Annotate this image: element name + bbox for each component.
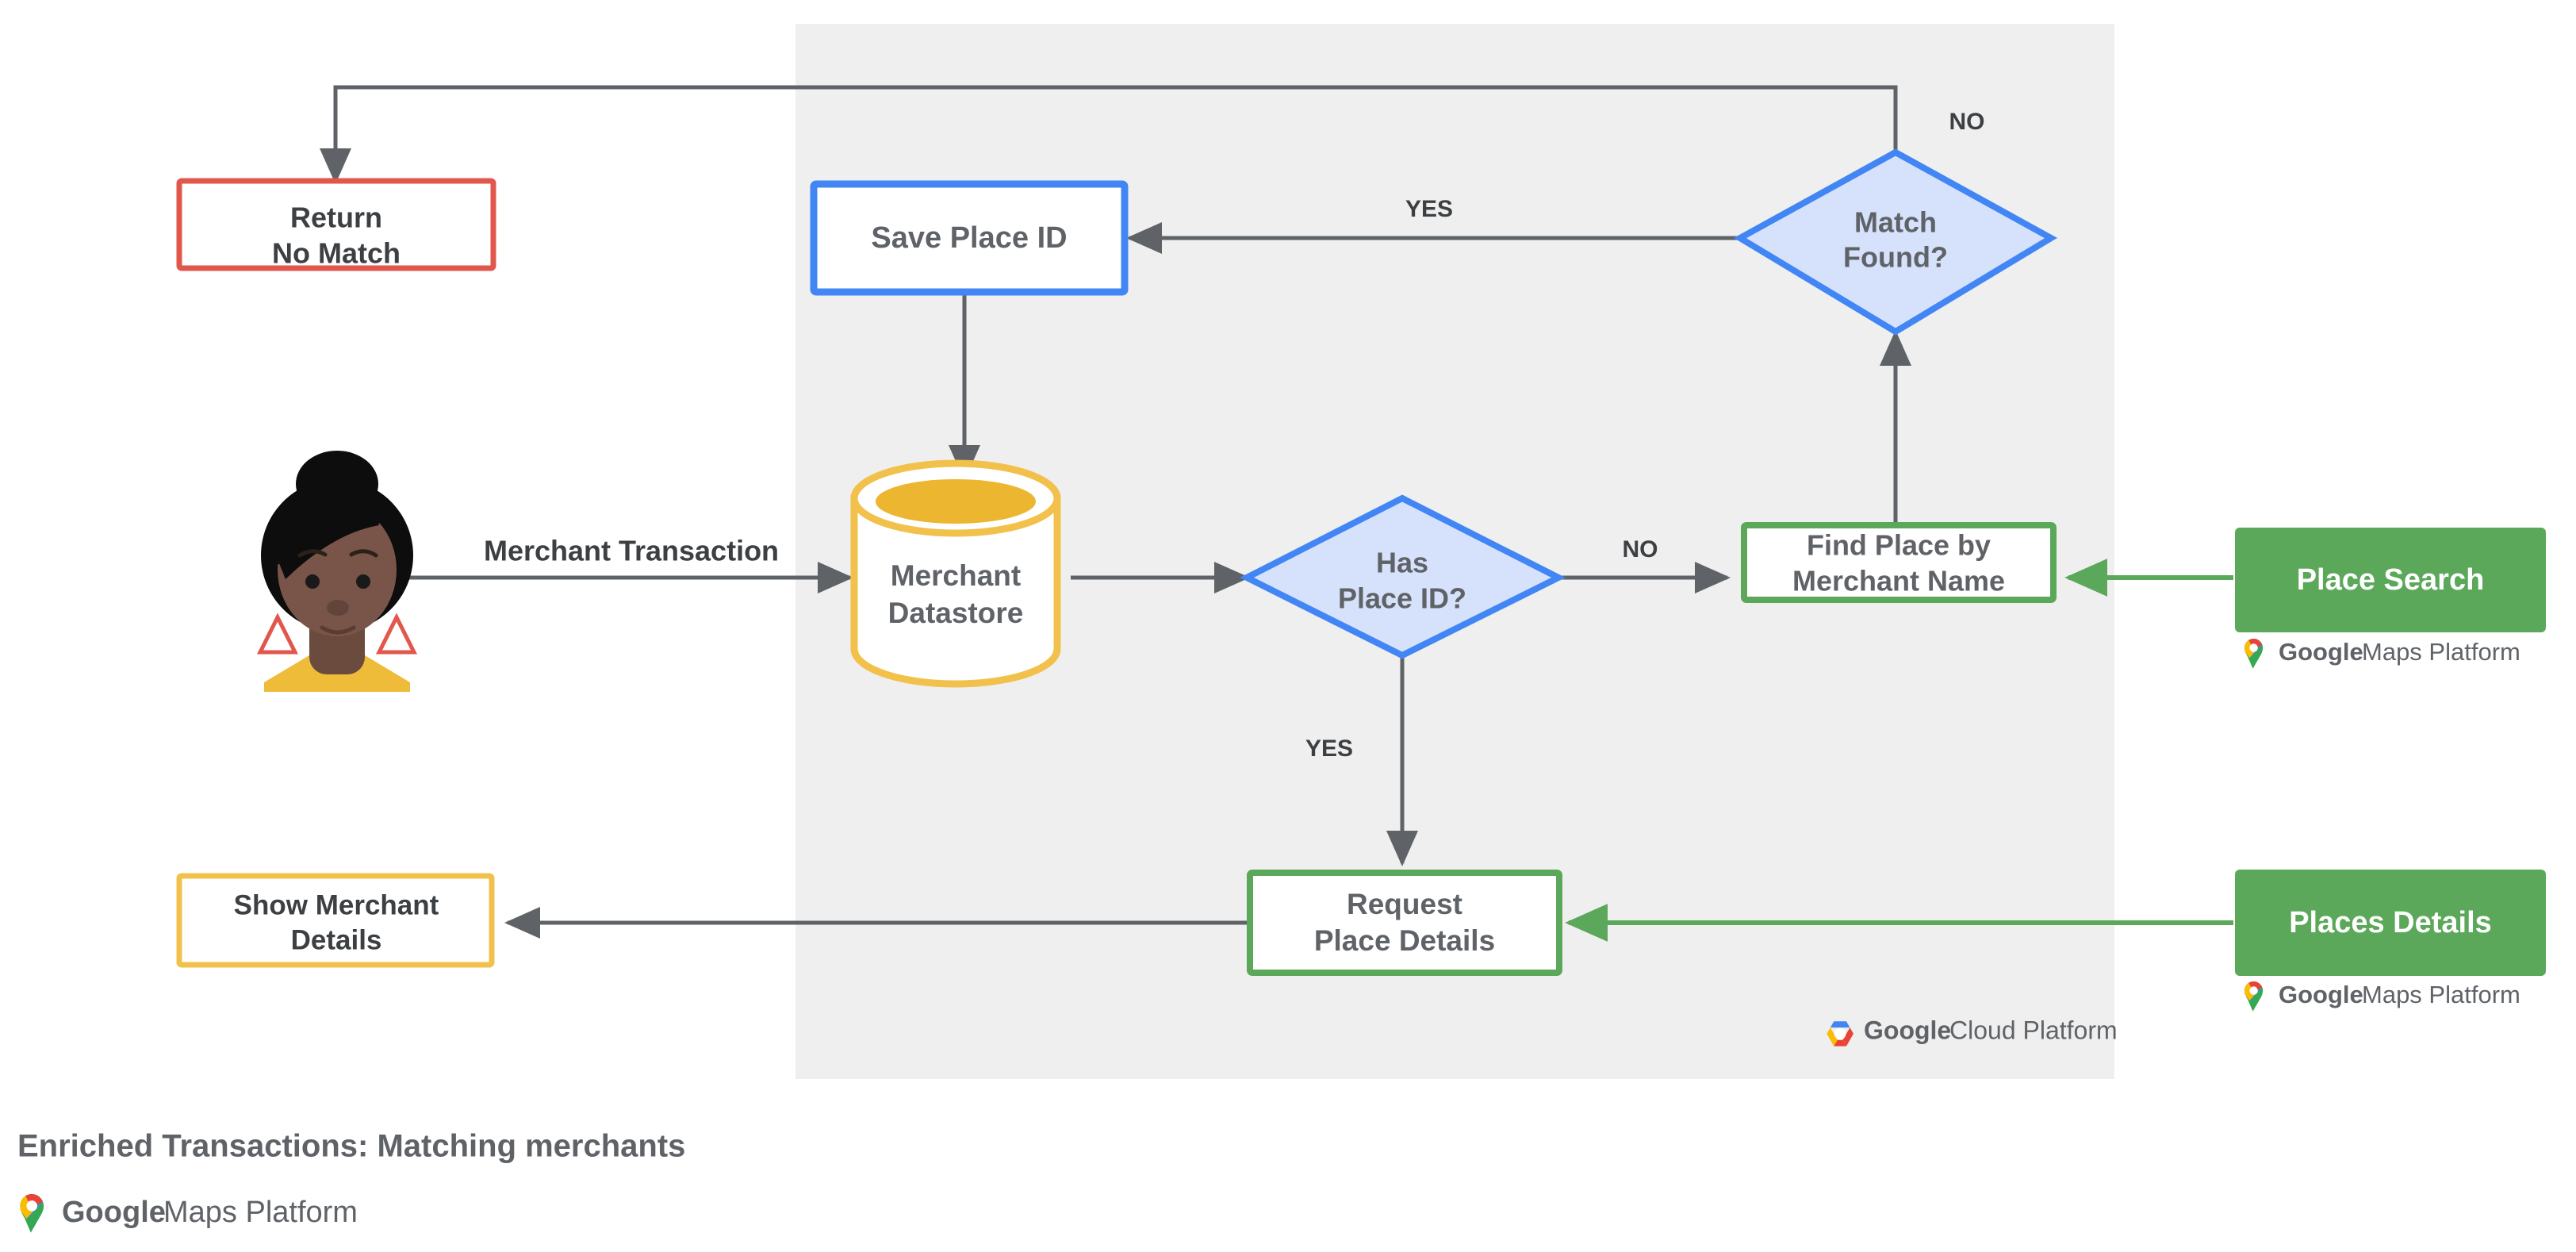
place-search-logo-word-google: Google: [2279, 638, 2363, 666]
places-details-google-maps-platform-logo: Google Maps Platform: [2244, 981, 2520, 1012]
page-title: Enriched Transactions: Matching merchant…: [17, 1129, 685, 1164]
google-cloud-hexagon-icon: [1827, 1021, 1853, 1047]
node-place-search-label: Place Search: [2297, 563, 2485, 597]
caption-google-maps-platform-logo: Google Maps Platform: [20, 1194, 358, 1233]
node-request-place-details-line1: Request: [1347, 888, 1462, 920]
node-merchant-datastore-line2: Datastore: [888, 597, 1024, 629]
node-return-no-match-line1: Return: [290, 202, 382, 234]
edge-label-has-place-id-yes: YES: [1305, 735, 1353, 762]
edge-label-has-place-id-no: NO: [1623, 536, 1658, 563]
node-save-place-id[interactable]: Save Place ID: [810, 180, 1129, 296]
node-show-merchant-details-line1: Show Merchant: [234, 889, 439, 920]
node-place-search[interactable]: Place Search: [2235, 528, 2546, 632]
edge-label-match-found-no: NO: [1949, 109, 1985, 135]
node-match-found-line1: Match: [1854, 206, 1937, 239]
node-return-no-match-line2: No Match: [272, 237, 401, 270]
edge-label-merchant-transaction: Merchant Transaction: [484, 535, 779, 567]
places-details-logo-word-suffix: Maps Platform: [2362, 981, 2520, 1008]
node-has-place-id[interactable]: Has Place ID?: [1240, 494, 1566, 659]
node-show-merchant-details-line2: Details: [291, 924, 382, 955]
node-request-place-details-line2: Place Details: [1314, 924, 1495, 957]
gcp-logo-word-google: Google: [1864, 1016, 1951, 1044]
place-search-google-maps-platform-logo: Google Maps Platform: [2244, 638, 2520, 669]
gcp-logo-word-suffix: Cloud Platform: [1949, 1016, 2118, 1044]
node-save-place-id-label: Save Place ID: [871, 221, 1067, 255]
google-maps-pin-icon: [20, 1194, 44, 1233]
node-has-place-id-line2: Place ID?: [1338, 582, 1466, 615]
node-show-merchant-details[interactable]: Show Merchant Details: [176, 873, 495, 968]
edge-match-found-no-to-return: [320, 85, 1898, 185]
node-places-details-label: Places Details: [2289, 906, 2492, 939]
caption-logo-word-suffix: Maps Platform: [163, 1196, 358, 1229]
node-find-place-by-merchant-name[interactable]: Find Place by Merchant Name: [1741, 522, 2057, 603]
google-maps-pin-icon: [2244, 981, 2264, 1012]
node-find-place-line2: Merchant Name: [1792, 565, 2005, 597]
node-places-details[interactable]: Places Details: [2235, 870, 2546, 976]
node-return-no-match[interactable]: Return No Match: [176, 178, 496, 271]
merchant-customer-avatar: [256, 451, 418, 692]
node-merchant-datastore[interactable]: Merchant Datastore: [850, 459, 1061, 688]
node-has-place-id-line1: Has: [1376, 547, 1428, 579]
google-cloud-platform-logo: Google Cloud Platform: [1827, 1016, 2118, 1047]
node-match-found-line2: Found?: [1843, 241, 1948, 274]
edge-label-match-found-yes: YES: [1405, 196, 1453, 222]
caption-logo-word-google: Google: [62, 1196, 166, 1229]
google-maps-pin-icon: [2244, 639, 2264, 669]
node-merchant-datastore-line1: Merchant: [891, 559, 1021, 592]
node-match-found[interactable]: Match Found?: [1733, 148, 2058, 336]
place-search-logo-word-suffix: Maps Platform: [2362, 638, 2520, 666]
node-request-place-details[interactable]: Request Place Details: [1247, 870, 1562, 976]
places-details-logo-word-google: Google: [2279, 981, 2363, 1008]
node-find-place-line1: Find Place by: [1807, 529, 1991, 562]
